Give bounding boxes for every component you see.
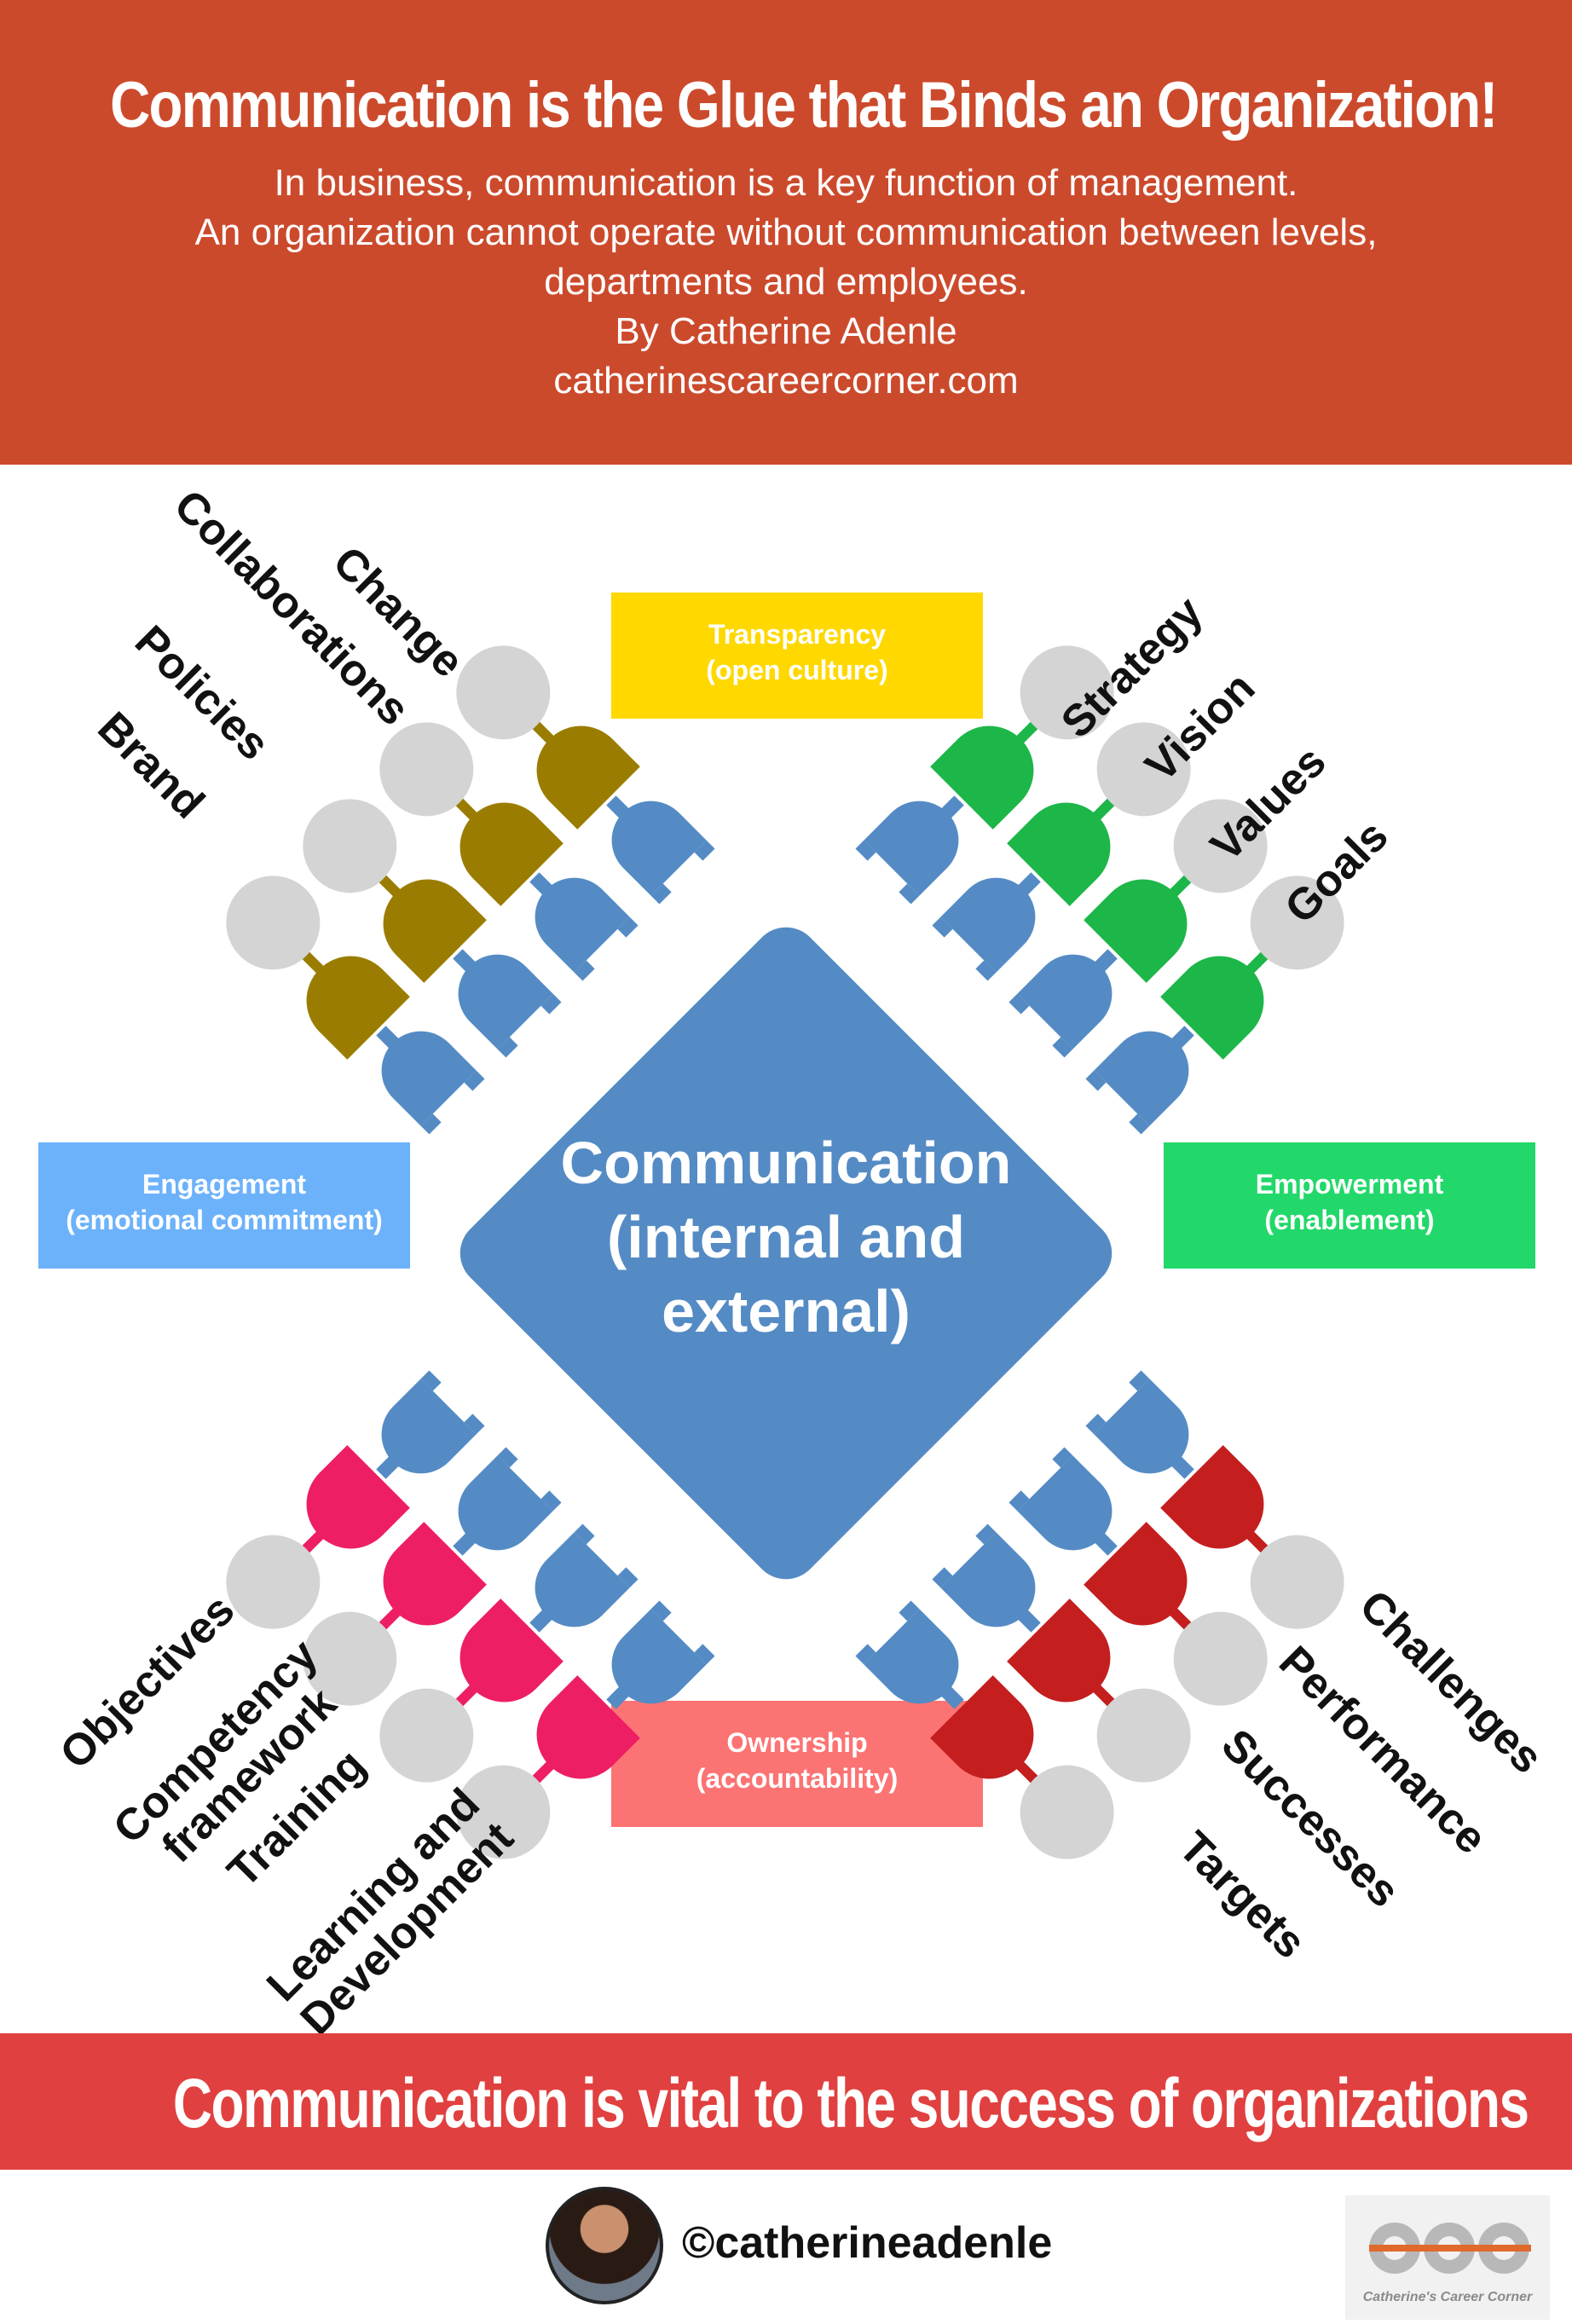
- connector-chain: [932, 1523, 1191, 1783]
- ownership-label: Ownership: [726, 1727, 867, 1758]
- topic-label: Targets: [1169, 1822, 1315, 1968]
- socket-circle: [456, 645, 551, 740]
- brand-logo: Catherine's Career Corner: [1345, 2195, 1550, 2320]
- author-handle: ©catherineadenle: [682, 2218, 1053, 2268]
- intro-line-3: departments and employees.: [544, 261, 1028, 303]
- center-label-line: (internal and: [607, 1204, 965, 1270]
- footer-message: Communication is vital to the success of…: [172, 2065, 1529, 2142]
- socket-circle: [1096, 722, 1191, 817]
- empowerment-label: Empowerment: [1256, 1169, 1444, 1200]
- topic-label-line: Targets: [1169, 1822, 1315, 1968]
- socket-circle: [1020, 645, 1114, 740]
- ownership-label: (accountability): [696, 1763, 898, 1794]
- plug-icon: [1009, 1447, 1118, 1556]
- intro-line-2: An organization cannot operate without c…: [194, 211, 1378, 253]
- connector-chain: [379, 722, 639, 981]
- center-label-line: Communication: [561, 1130, 1012, 1196]
- connector-chain: [456, 645, 715, 905]
- plug-icon: [376, 1370, 485, 1479]
- socket-circle: [456, 1765, 551, 1859]
- socket-circle: [379, 722, 474, 817]
- page-title: Communication is the Glue that Binds an …: [110, 69, 1498, 142]
- plug-icon: [606, 795, 715, 905]
- topic-label: Brand: [88, 702, 213, 828]
- footer-banner: Communication is vital to the success of…: [0, 2033, 1572, 2170]
- socket-circle: [1250, 876, 1344, 970]
- plug-icon: [606, 1600, 715, 1709]
- plug-icon: [1085, 1370, 1194, 1479]
- center-label-line: external): [662, 1278, 910, 1344]
- plug-icon: [529, 872, 639, 981]
- socket-circle: [226, 876, 321, 970]
- transparency-box: Transparency (open culture): [611, 593, 983, 719]
- ownership-box: Ownership (accountability): [611, 1701, 983, 1827]
- plug-icon: [376, 1026, 485, 1135]
- topic-label-line: Brand: [88, 702, 213, 828]
- center-diamond: Communication (internal and external): [459, 927, 1113, 1580]
- connector-chain: [1009, 1447, 1268, 1706]
- socket-circle: [303, 799, 397, 893]
- socket-circle: [226, 1535, 321, 1629]
- intro-line-1: In business, communication is a key func…: [274, 162, 1298, 204]
- communication-diagram: Communication (internal and external) Trans…: [0, 465, 1572, 2033]
- plug-icon: [932, 1523, 1041, 1633]
- transparency-label: (open culture): [706, 655, 887, 685]
- connector-chain: [456, 1600, 715, 1859]
- plug-icon: [1085, 1026, 1194, 1135]
- connector-chain: [855, 645, 1114, 905]
- connector-chain: [379, 1523, 639, 1783]
- connector-chain: [1009, 799, 1268, 1058]
- socket-circle: [1096, 1688, 1191, 1783]
- socket-circle: [1020, 1765, 1114, 1859]
- connector-chain: [226, 876, 485, 1135]
- empowerment-box: Empowerment (enablement): [1164, 1142, 1535, 1269]
- connector-chain: [932, 722, 1191, 981]
- header-banner: Communication is the Glue that Binds an …: [0, 0, 1572, 465]
- engagement-label: (emotional commitment): [66, 1205, 383, 1235]
- logo-caption: Catherine's Career Corner: [1363, 2290, 1533, 2304]
- transparency-label: Transparency: [708, 619, 886, 650]
- author-line: By Catherine Adenle: [615, 310, 957, 352]
- connector-chain: [303, 799, 562, 1058]
- plug-icon: [855, 795, 964, 905]
- socket-circle: [379, 1688, 474, 1783]
- website-line: catherinescareercorner.com: [553, 360, 1019, 402]
- plug-icon: [453, 949, 562, 1058]
- engagement-box: Engagement (emotional commitment): [38, 1142, 410, 1269]
- connector-chain: [1085, 876, 1344, 1135]
- connector-chain: [303, 1447, 562, 1706]
- plug-icon: [1009, 949, 1118, 1058]
- credit-bar: ©catherineadenle Catherine's Career Corn…: [0, 2170, 1572, 2320]
- author-avatar: [546, 2187, 663, 2304]
- plug-icon: [529, 1523, 639, 1633]
- plug-icon: [453, 1447, 562, 1556]
- socket-circle: [303, 1611, 397, 1706]
- engagement-label: Engagement: [142, 1169, 306, 1200]
- connector-chain: [226, 1370, 485, 1629]
- socket-circle: [1173, 799, 1268, 893]
- socket-circle: [1173, 1611, 1268, 1706]
- socket-circle: [1250, 1535, 1344, 1629]
- plug-icon: [932, 872, 1041, 981]
- connector-chain: [1085, 1370, 1344, 1629]
- empowerment-label: (enablement): [1264, 1205, 1434, 1235]
- quadrant-bottom-left: ObjectivesCompetencyframeworkTrainingLea…: [50, 1370, 715, 2033]
